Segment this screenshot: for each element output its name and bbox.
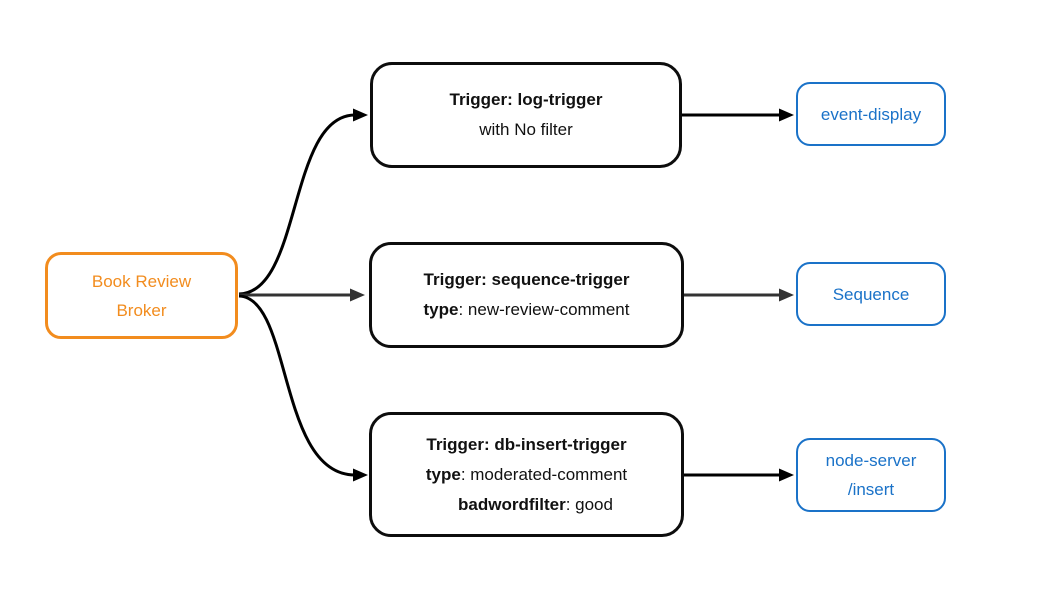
trigger-detail: type: new-review-comment [423, 300, 630, 319]
destination-node-node-server-insert: node-server /insert [796, 438, 946, 512]
trigger-node-sequence-trigger: Trigger: sequence-trigger type: new-revi… [369, 242, 684, 348]
trigger-detail: type: moderated-comment [425, 464, 628, 484]
edge-broker-to-db-insert-trigger [238, 294, 368, 482]
trigger-node-log-trigger: Trigger: log-trigger with No filter [370, 62, 682, 168]
trigger-title: Trigger: log-trigger [449, 90, 603, 109]
trigger-detail: with No filter [479, 120, 573, 139]
broker-node: Book Review Broker [45, 252, 238, 339]
edge-broker-to-log-trigger [238, 108, 368, 296]
trigger-title: Trigger: db-insert-trigger [426, 434, 627, 454]
destination-label-line2: /insert [847, 480, 895, 499]
trigger-detail: badwordfilter: good [458, 494, 613, 514]
broker-label-line2: Broker [116, 300, 167, 320]
destination-node-event-display: event-display [796, 82, 946, 146]
destination-label-line1: node-server [825, 451, 917, 470]
destination-label: event-display [820, 104, 922, 124]
destination-label: Sequence [832, 284, 910, 304]
destination-node-sequence: Sequence [796, 262, 946, 326]
trigger-title: Trigger: sequence-trigger [423, 270, 630, 289]
trigger-node-db-insert-trigger: Trigger: db-insert-trigger type: moderat… [369, 412, 684, 537]
broker-label-line1: Book Review [91, 271, 192, 291]
